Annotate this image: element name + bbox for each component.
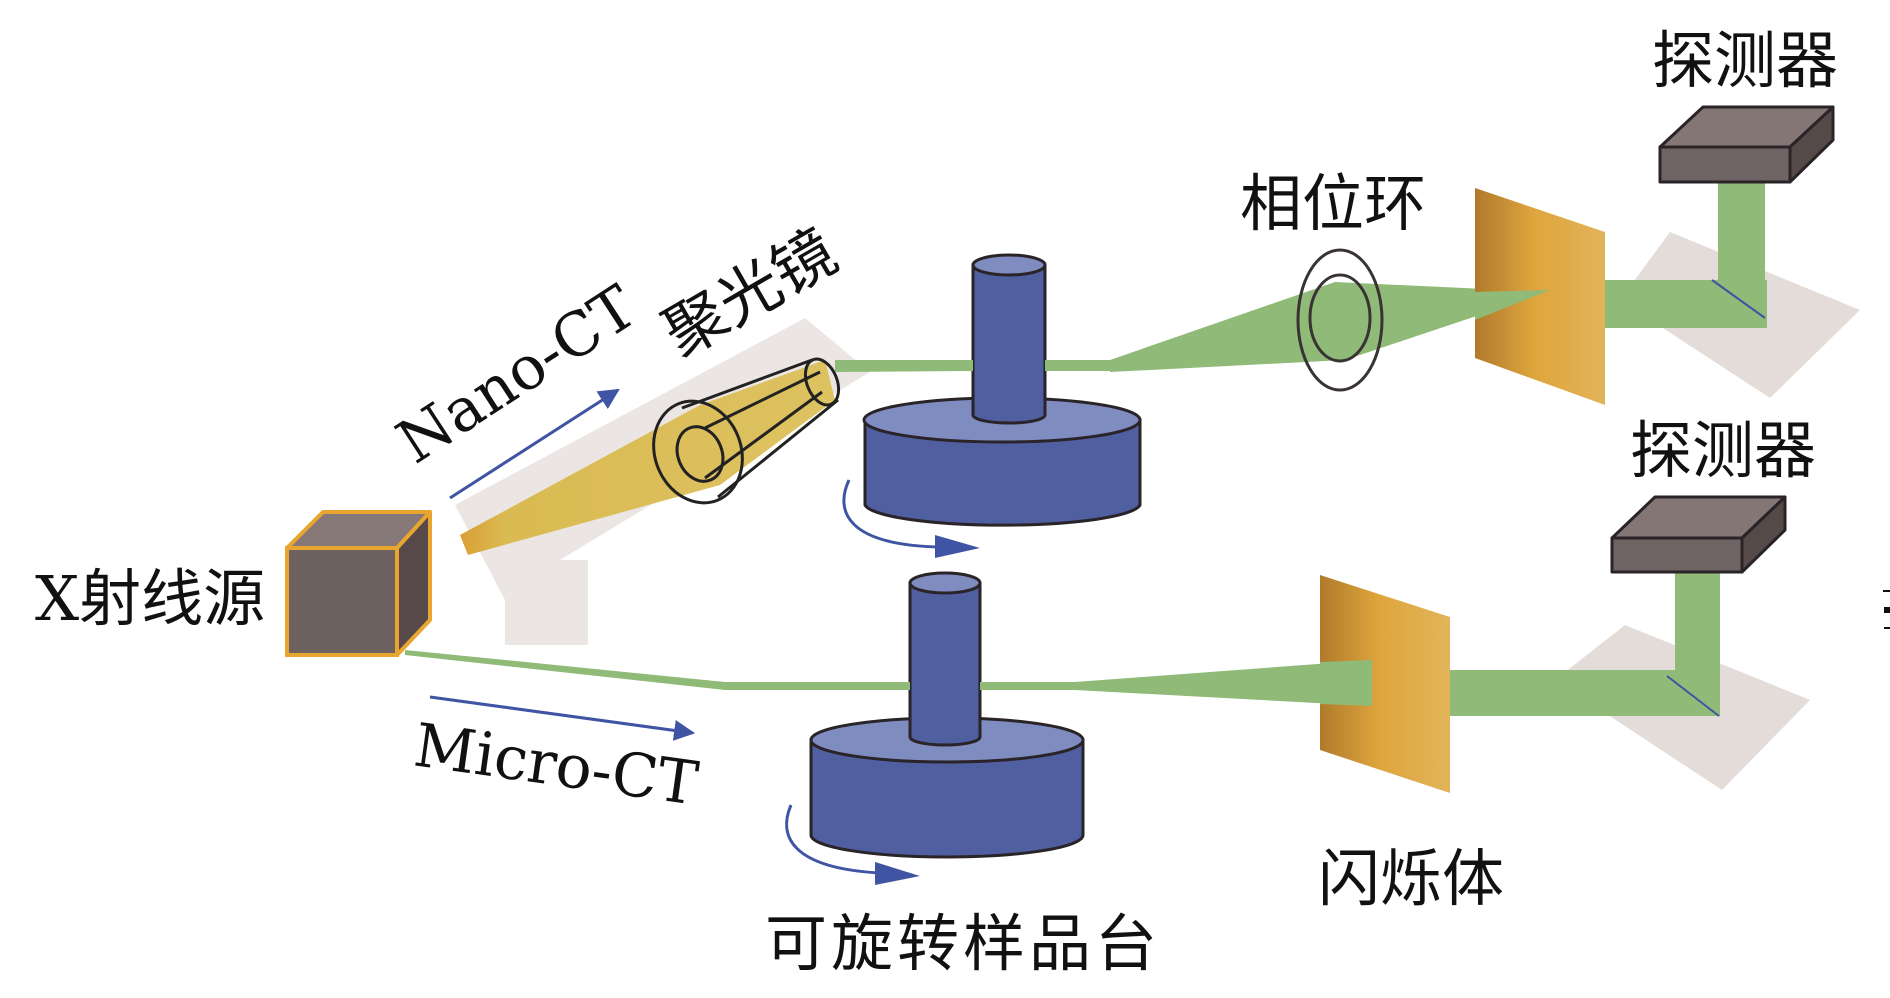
lower-stage-pillar-top <box>908 571 982 595</box>
lower-green-beam-diverging <box>405 650 725 690</box>
lower-rotation-arrowhead <box>875 862 920 885</box>
upper-scintillator-panel <box>1475 188 1605 405</box>
upper-green-beam-vertical <box>1718 182 1765 328</box>
xray-source-cube <box>285 510 432 657</box>
upper-green-beam-on-panel <box>1475 290 1550 320</box>
phase-ring-inner <box>1308 273 1372 363</box>
condenser-inner-ring <box>675 425 725 483</box>
phase-ring-outer <box>1296 248 1384 392</box>
phase-ring <box>1296 248 1384 392</box>
upper-stage-pillar-top <box>971 253 1047 277</box>
upper-beam-through-pillar <box>1045 360 1115 371</box>
condenser-lens <box>652 357 841 505</box>
upper-rotation-arrow <box>842 479 941 549</box>
lower-stage-pillar <box>908 581 982 747</box>
condenser-outer-ring <box>652 399 744 505</box>
upper-mirror <box>1711 279 1766 319</box>
lower-stage-base-side <box>809 738 1085 859</box>
lower-beam-right-of-pillar <box>980 682 1075 690</box>
lower-green-beam-vertical <box>1675 572 1720 716</box>
lower-detector <box>1610 495 1787 574</box>
upper-detector-front <box>1658 145 1792 184</box>
scintillator-label: 闪烁体 <box>1318 842 1504 915</box>
lower-green-beam-on-panel <box>1320 660 1372 706</box>
upper-green-beam-cone <box>1110 282 1548 372</box>
lower-beam-left-of-pillar <box>725 682 910 690</box>
upper-beam-left-of-pillar <box>835 360 973 371</box>
lower-scintillator-panel <box>1320 575 1450 793</box>
xray-source-front-face <box>285 546 399 657</box>
upper-detector <box>1658 105 1835 184</box>
upper-rotation-arrowhead <box>935 535 980 558</box>
rotating-stage-label: 可旋转样品台 <box>765 907 1161 980</box>
nano-ct-direction-arrow <box>449 388 620 500</box>
lower-green-beam-cone <box>1075 660 1372 706</box>
upper-rotating-stage <box>862 253 1142 527</box>
micro-ct-direction-arrow <box>429 695 696 741</box>
lower-detector-label: 探测器 <box>1630 414 1816 487</box>
lower-detector-front <box>1610 536 1744 574</box>
lower-rotating-stage <box>809 571 1085 859</box>
cropped-glyph-fragment <box>1883 590 1890 629</box>
condenser-exit-ring <box>803 357 841 407</box>
lower-mirror <box>1666 675 1720 717</box>
phase-ring-label: 相位环 <box>1240 167 1426 240</box>
upper-stage-pillar <box>971 263 1047 425</box>
lower-rotation-arrow <box>785 804 881 875</box>
upper-stage-base-side <box>863 418 1142 527</box>
upper-detector-label: 探测器 <box>1652 24 1838 97</box>
xray-source-label: X射线源 <box>35 562 265 635</box>
